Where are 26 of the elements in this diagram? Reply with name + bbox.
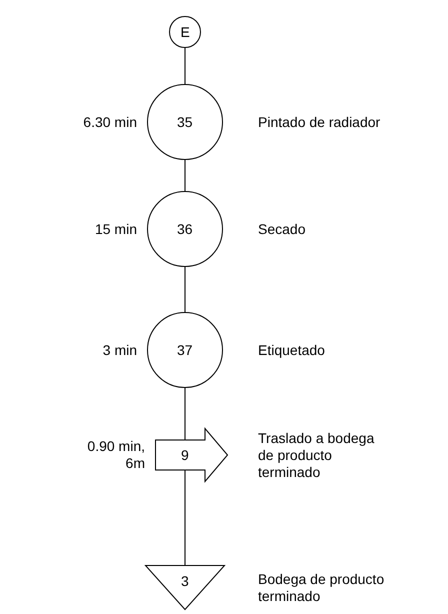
duration-label: 0.90 min, 6m [86,438,145,472]
connector-line [184,388,186,440]
connector-line [184,470,186,566]
connector-line [184,48,186,84]
operation-circle [169,16,201,48]
step-number: 9 [181,447,189,463]
step-number: E [180,24,190,40]
step-description: Pintado de radiador [258,114,382,130]
step-number: 3 [181,573,189,589]
operation-circle [147,84,223,160]
step-number: 37 [177,342,193,358]
operation-circle [147,191,223,267]
step-number: 35 [177,114,193,130]
storage-triangle [145,565,225,610]
step-description: Secado [258,220,306,238]
step-description: Etiquetado [258,342,326,358]
step-number: 36 [177,221,193,237]
step-description: Bodega de producto terminado [258,570,386,604]
duration-label: 6.30 min [82,114,137,130]
transport-arrow [155,428,228,482]
connector-line [184,160,186,192]
operation-circle [147,312,223,388]
step-description: Traslado a bodega de producto terminado [258,430,376,480]
duration-label: 3 min [102,342,137,358]
connector-line [184,266,186,312]
duration-label: 15 min [94,220,137,238]
